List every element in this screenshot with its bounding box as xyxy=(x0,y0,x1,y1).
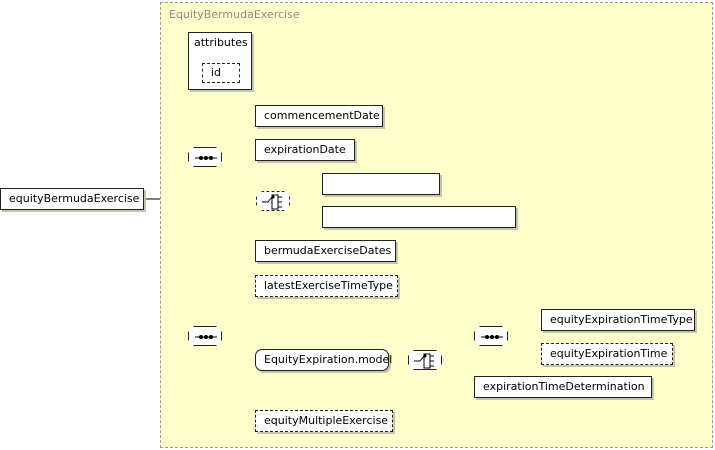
element-equity-expiration-time-type[interactable]: equityExpirationTimeType xyxy=(541,309,695,331)
attribute-id-label: id xyxy=(211,66,222,79)
element-equity-expiration-time-type-label: equityExpirationTimeType xyxy=(550,313,693,326)
sequence-icon xyxy=(195,335,217,339)
element-bermuda-exercise-dates[interactable]: bermudaExerciseDates xyxy=(255,240,396,262)
choice-icon xyxy=(262,194,282,210)
attribute-id[interactable]: id xyxy=(202,63,240,83)
element-commencement-date[interactable]: commencementDate xyxy=(255,105,383,127)
element-latest-exercise-time-type[interactable]: latestExerciseTimeType xyxy=(255,275,398,297)
element-expiration-date-label: expirationDate xyxy=(264,143,346,156)
element-expiration-date[interactable]: expirationDate xyxy=(255,139,355,161)
element-commencement-date-label: commencementDate xyxy=(264,109,380,122)
choice-compositor-expiration[interactable] xyxy=(408,350,442,370)
choice-compositor-latest[interactable] xyxy=(256,191,290,211)
complex-type-title: EquityBermudaExercise xyxy=(169,8,300,21)
element-latest-exercise-time-determination[interactable] xyxy=(322,206,516,228)
root-element[interactable]: equityBermudaExercise xyxy=(0,188,144,210)
sequence-icon xyxy=(481,335,503,339)
element-expiration-time-determination[interactable]: expirationTimeDetermination xyxy=(474,376,652,398)
sequence-icon xyxy=(195,156,217,160)
element-equity-multiple-exercise[interactable]: equityMultipleExercise xyxy=(255,410,393,432)
element-expiration-time-determination-label: expirationTimeDetermination xyxy=(483,380,645,393)
sequence-compositor-b[interactable] xyxy=(188,326,222,346)
element-equity-multiple-exercise-label: equityMultipleExercise xyxy=(264,414,389,427)
attributes-title: attributes xyxy=(194,36,248,49)
element-latest-exercise-time[interactable] xyxy=(322,173,440,195)
element-equity-expiration-time[interactable]: equityExpirationTime xyxy=(541,343,673,365)
sequence-compositor-c[interactable] xyxy=(474,326,508,346)
attributes-box[interactable]: attributes id xyxy=(188,32,252,90)
element-equity-expiration-time-label: equityExpirationTime xyxy=(550,347,668,360)
sequence-compositor-a[interactable] xyxy=(188,147,222,167)
element-bermuda-exercise-dates-label: bermudaExerciseDates xyxy=(264,244,392,257)
choice-icon xyxy=(414,353,434,369)
root-element-label: equityBermudaExercise xyxy=(9,192,140,205)
group-equity-expiration-model[interactable]: EquityExpiration.model xyxy=(255,349,393,371)
group-equity-expiration-model-label: EquityExpiration.model xyxy=(264,353,393,366)
element-latest-exercise-time-type-label: latestExerciseTimeType xyxy=(264,279,393,292)
